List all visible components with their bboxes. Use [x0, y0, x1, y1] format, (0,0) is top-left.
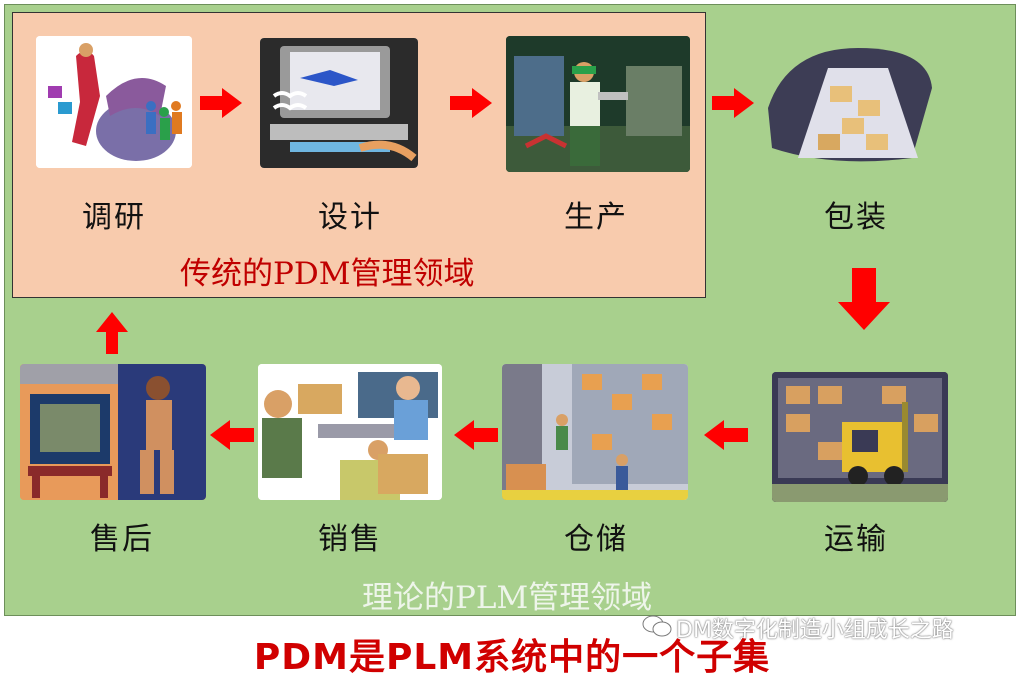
arrow-left-icon: [704, 420, 748, 450]
arrow-left-icon: [454, 420, 498, 450]
step-label-after-sales: 售后: [90, 522, 154, 557]
transport-illustration: [772, 372, 948, 502]
arrow-up-icon: [96, 312, 128, 354]
arrow-right-icon: [200, 88, 242, 118]
plm-region-label: 理论的PLM管理领域: [362, 580, 653, 616]
production-illustration: [506, 36, 690, 172]
arrow-left-icon: [210, 420, 254, 450]
design-illustration: [260, 38, 418, 168]
warehouse-illustration: [502, 364, 688, 500]
arrow-down-icon: [838, 268, 890, 330]
packaging-illustration: [758, 38, 938, 170]
watermark-account: DM数字化制造小组成长之路: [676, 618, 954, 643]
step-label-sales: 销售: [318, 522, 382, 557]
step-label-research: 调研: [82, 200, 146, 235]
after-sales-illustration: [20, 364, 206, 500]
footer-caption: PDM是PLM系统中的一个子集: [253, 637, 771, 678]
sales-illustration: [258, 364, 442, 500]
step-label-packaging: 包装: [824, 200, 888, 235]
research-illustration: [36, 36, 192, 168]
pdm-region-label: 传统的PDM管理领域: [180, 256, 475, 292]
step-label-warehouse: 仓储: [564, 522, 628, 557]
step-label-design: 设计: [318, 200, 382, 235]
wechat-icon: [642, 614, 672, 642]
arrow-right-icon: [712, 88, 754, 118]
arrow-right-icon: [450, 88, 492, 118]
step-label-transport: 运输: [824, 522, 888, 557]
step-label-production: 生产: [564, 200, 628, 235]
